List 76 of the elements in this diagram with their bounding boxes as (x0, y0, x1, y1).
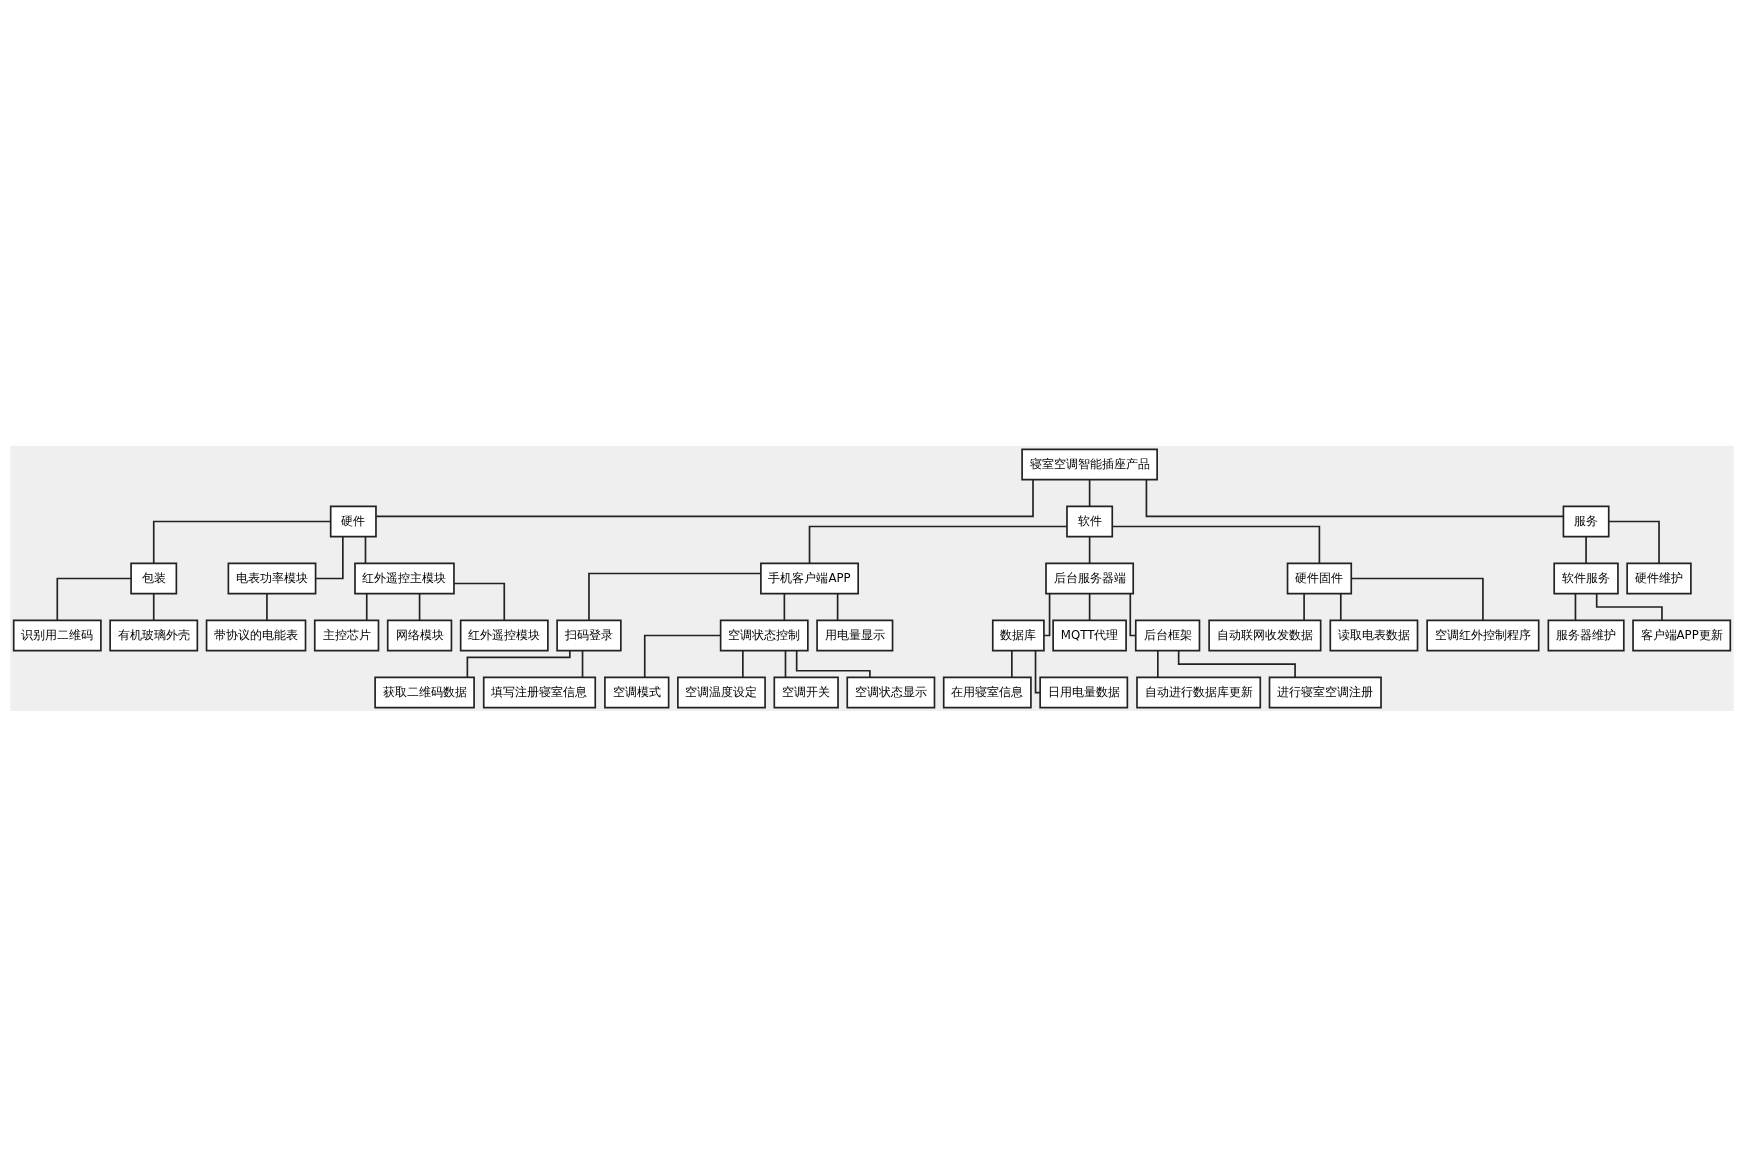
connector (643, 634, 722, 679)
node-box: 空调模式 (604, 676, 670, 709)
node-box: 红外遥控主模块 (354, 562, 455, 595)
node-box: 后台框架 (1134, 619, 1201, 652)
node-box: 读取电表数据 (1329, 619, 1419, 652)
connector (1585, 535, 1587, 564)
node-box: 包装 (130, 562, 178, 595)
connector (1088, 535, 1091, 564)
connector (1595, 592, 1663, 622)
node-box: 进行寝室空调注册 (1268, 676, 1382, 709)
node-box: 后台服务器端 (1045, 562, 1135, 595)
node-box: 硬件固件 (1286, 562, 1353, 595)
node-box: 空调状态显示 (846, 676, 936, 709)
node-box: 空调温度设定 (677, 676, 766, 709)
node-box: 带协议的电能表 (205, 619, 307, 652)
connector (56, 577, 132, 622)
node-box: 网络模块 (386, 619, 453, 652)
connector (1303, 592, 1305, 622)
connector (1145, 478, 1565, 518)
connector (1177, 649, 1296, 679)
connector (1607, 520, 1660, 565)
connector (1339, 592, 1342, 622)
node-box: 硬件 (329, 505, 377, 538)
connector (364, 535, 367, 564)
node-box: 填写注册寝室信息 (482, 676, 597, 709)
node-box: 自动联网收发数据 (1208, 619, 1322, 652)
connector (1088, 592, 1091, 622)
node-box: 寝室空调智能插座产品 (1021, 448, 1158, 481)
node-box: 软件服务 (1553, 562, 1619, 595)
connector (314, 535, 344, 580)
node-box: 服务 (1562, 505, 1610, 538)
connector (1111, 525, 1321, 564)
node-box: 主控芯片 (313, 619, 380, 652)
node-box: 有机玻璃外壳 (109, 619, 199, 652)
node-box: 用电量显示 (816, 619, 894, 652)
node-box: MQTT代理 (1052, 619, 1127, 652)
connector (836, 592, 839, 622)
node-box: 自动进行数据库更新 (1136, 676, 1262, 709)
connector (581, 649, 584, 679)
connector (1011, 649, 1013, 679)
node-box: 数据库 (991, 619, 1045, 652)
connector (1350, 577, 1484, 622)
connector (1574, 592, 1577, 622)
connector (783, 592, 786, 622)
connector (152, 520, 332, 565)
connector (808, 525, 1068, 564)
node-box: 空调开关 (773, 676, 839, 709)
node-box: 获取二维码数据 (374, 676, 475, 709)
connector (588, 572, 762, 622)
connector (365, 592, 368, 622)
node-box: 硬件维护 (1626, 562, 1692, 595)
node-box: 服务器维护 (1547, 619, 1625, 652)
connector (742, 649, 744, 679)
node-box: 识别用二维码 (12, 619, 102, 652)
connector (1043, 592, 1051, 637)
connector (418, 592, 421, 622)
connector (795, 649, 871, 679)
connector (375, 478, 1034, 518)
node-box: 空调红外控制程序 (1426, 619, 1540, 652)
node-box: 电表功率模块 (227, 562, 317, 595)
connector (1129, 592, 1137, 637)
node-box: 空调状态控制 (719, 619, 809, 652)
connector (453, 582, 506, 622)
connector (152, 592, 155, 622)
node-box: 扫码登录 (556, 619, 622, 652)
connector (1157, 649, 1159, 679)
connector (784, 649, 787, 679)
connector (1088, 478, 1091, 507)
node-box: 在用寝室信息 (942, 676, 1032, 709)
node-box: 软件 (1066, 505, 1114, 538)
connector (1034, 649, 1041, 694)
connector (266, 592, 268, 622)
node-box: 手机客户端APP (760, 562, 859, 595)
node-box: 红外遥控模块 (459, 619, 549, 652)
node-box: 客户端APP更新 (1632, 619, 1732, 652)
node-box: 日用电量数据 (1039, 676, 1129, 709)
